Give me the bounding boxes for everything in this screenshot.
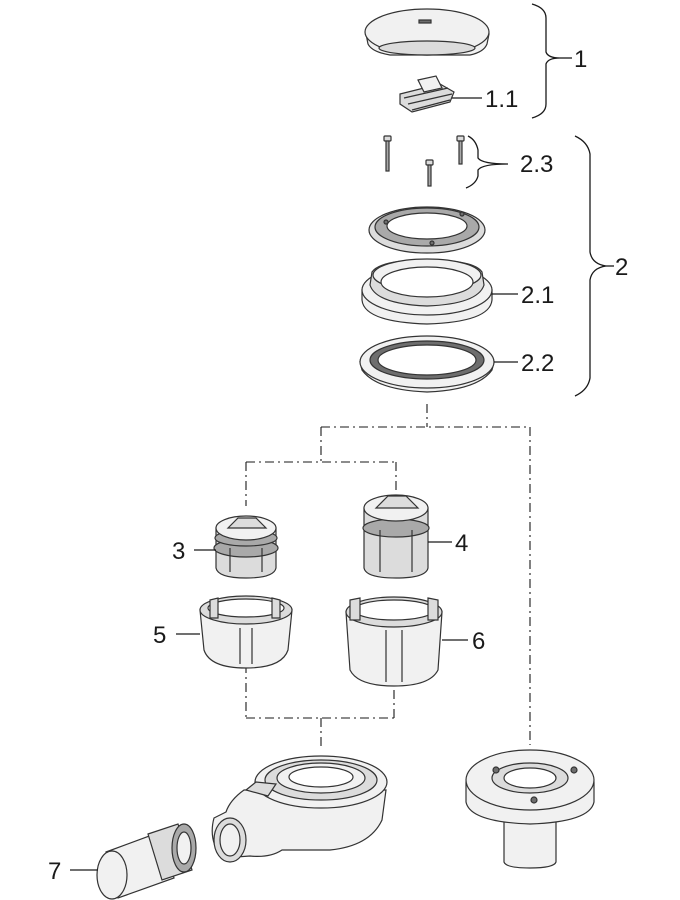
label-2-2: 2.2	[521, 350, 554, 377]
screws-part	[383, 135, 465, 187]
trap-body-part	[211, 755, 388, 863]
trap-cup-small-part	[199, 595, 293, 669]
trap-cup-large-part	[345, 596, 443, 687]
dip-tube-large-part	[362, 494, 430, 579]
label-1-1: 1.1	[485, 86, 518, 113]
label-7: 7	[48, 858, 61, 885]
vertical-outlet-part	[465, 749, 595, 869]
label-6: 6	[472, 628, 485, 655]
cover-clip-part	[399, 75, 455, 113]
flange-part	[361, 258, 493, 325]
seal-part	[359, 335, 495, 393]
label-4: 4	[455, 530, 468, 557]
pipe-connector-part	[96, 823, 197, 900]
label-2-3: 2.3	[520, 151, 553, 178]
label-2-1: 2.1	[521, 282, 554, 309]
label-3: 3	[172, 538, 185, 565]
bracket-2-3	[465, 135, 509, 189]
bracket-1	[531, 3, 561, 119]
bracket-2	[574, 135, 607, 397]
flange-ring-part	[368, 206, 486, 254]
dip-tube-small-part	[213, 515, 279, 579]
connector-lines	[245, 404, 531, 746]
cover-plate-part	[364, 8, 490, 56]
label-5: 5	[153, 622, 166, 649]
label-2: 2	[615, 254, 628, 281]
label-1: 1	[574, 46, 587, 73]
